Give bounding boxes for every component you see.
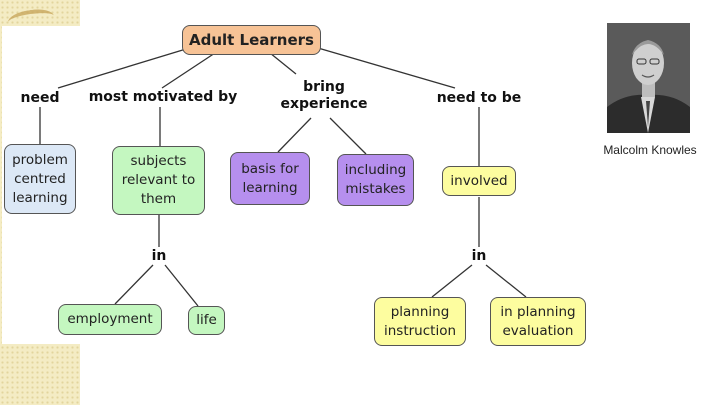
node-including-mistakes: including mistakes	[337, 154, 414, 206]
link-need-to-be: need to be	[436, 90, 522, 106]
line-bring-mistakes	[329, 117, 367, 155]
node-planning-instruction: planning instruction	[374, 297, 466, 346]
line-bring-basis	[277, 117, 312, 153]
node-employment: employment	[58, 304, 162, 335]
node-problem-centred-learning: problem centred learning	[4, 144, 76, 214]
node-adult-learners: Adult Learners	[182, 25, 321, 55]
line-in-life	[164, 264, 199, 307]
line-root-needtobe	[317, 47, 456, 89]
node-life: life	[188, 306, 225, 335]
link-need: need	[20, 90, 60, 106]
portrait-photo	[607, 23, 690, 133]
node-basis-for-learning: basis for learning	[230, 152, 310, 205]
link-bring-experience: bring experience	[280, 79, 368, 112]
link-in-left: in	[151, 248, 167, 264]
link-in-right: in	[471, 248, 487, 264]
link-most-motivated-by: most motivated by	[88, 89, 238, 105]
line-in-employment	[114, 264, 154, 305]
line-in-evaluation	[485, 264, 527, 298]
line-root-motivated	[161, 52, 216, 89]
node-subjects-relevant: subjects relevant to them	[112, 146, 205, 215]
line-in-instruction	[431, 264, 473, 298]
node-planning-evaluation: in planning evaluation	[490, 297, 586, 346]
line-root-need	[57, 48, 187, 89]
node-involved: involved	[442, 166, 516, 196]
photo-caption: Malcolm Knowles	[603, 143, 697, 157]
line-root-bring	[269, 52, 297, 75]
